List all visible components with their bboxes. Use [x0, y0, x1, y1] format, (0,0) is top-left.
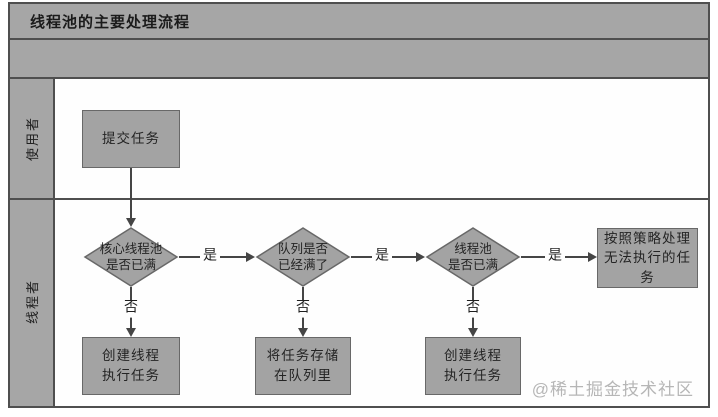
- edge-label-yes-2: 是: [372, 248, 392, 266]
- edge-label-yes-1: 是: [200, 248, 220, 266]
- lane-thread-label: 线程者: [25, 278, 41, 324]
- edge-label-no-3: 否: [463, 300, 483, 318]
- edge-label-yes-3: 是: [545, 248, 565, 266]
- arrowhead-down-icon: [298, 328, 308, 337]
- arrowhead-down-icon: [468, 328, 478, 337]
- lane-user: 使用者: [10, 79, 53, 198]
- process-box-submit-task: 提交任务: [82, 110, 180, 168]
- lane-divider-line: [10, 198, 708, 200]
- empty-phase-row: [10, 40, 708, 79]
- diamond-shape: [83, 227, 179, 287]
- arrowhead-right-icon: [246, 252, 255, 262]
- arrowhead-down-icon: [126, 328, 136, 337]
- process-box-policy: 按照策略处理 无法执行的任务: [597, 228, 698, 288]
- decision-pool-label: 线程池 是否已满: [447, 241, 498, 272]
- diagram-title-bar: 线程池的主要处理流程: [10, 4, 708, 40]
- decision-core-pool-full: 核心线程池 是否已满: [83, 227, 179, 287]
- diagram-title: 线程池的主要处理流程: [30, 14, 191, 31]
- decision-queue-full: 队列是否 已经满了: [255, 227, 351, 287]
- edge-label-no-2: 否: [293, 300, 313, 318]
- process-box-create-thread-2: 创建线程 执行任务: [425, 337, 521, 395]
- edge-label-no-1: 否: [121, 300, 141, 318]
- swimlane-label-column: 使用者 线程者: [10, 79, 55, 406]
- diamond-shape: [425, 227, 521, 287]
- connector-submit-to-d1: [130, 168, 132, 219]
- process-box-create-thread-1: 创建线程 执行任务: [82, 337, 180, 395]
- arrowhead-right-icon: [588, 252, 597, 262]
- thread-pool-flow-diagram: 线程池的主要处理流程 使用者 线程者 提交任务 核心线程池 是否已满 是 队列是…: [8, 2, 710, 408]
- decision-core-pool-label: 核心线程池 是否已满: [99, 241, 163, 272]
- lane-user-label: 使用者: [25, 115, 41, 162]
- decision-pool-full: 线程池 是否已满: [425, 227, 521, 287]
- arrowhead-right-icon: [416, 252, 425, 262]
- arrowhead-down-icon: [126, 218, 136, 227]
- lane-thread: 线程者: [10, 198, 53, 404]
- diamond-shape: [255, 227, 351, 287]
- juejin-watermark: @稀土掘金技术社区: [531, 380, 694, 399]
- decision-queue-label: 队列是否 已经满了: [277, 241, 328, 272]
- process-box-store-queue: 将任务存储 在队列里: [255, 337, 351, 395]
